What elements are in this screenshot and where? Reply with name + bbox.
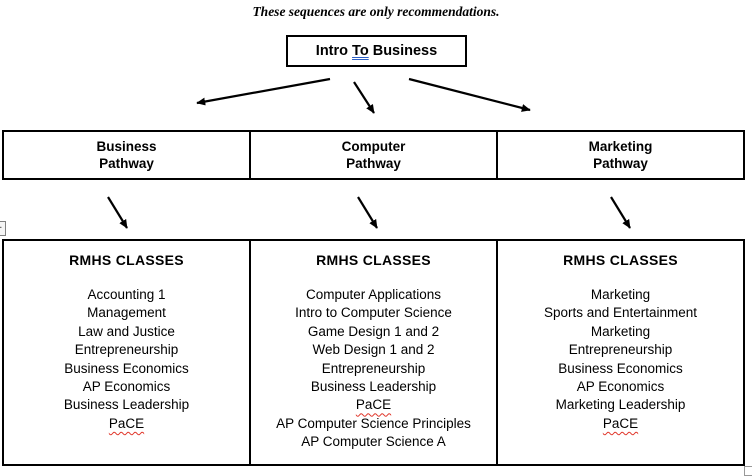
course-item: Marketing xyxy=(590,323,651,339)
pathway-label-line2: Pathway xyxy=(99,156,154,171)
course-item: Web Design 1 and 2 xyxy=(312,342,435,358)
recommendation-note: These sequences are only recommendations… xyxy=(252,4,500,19)
course-item: Business Economics xyxy=(558,360,683,376)
pathway-table: Business Pathway Computer Pathway Market… xyxy=(2,130,745,180)
course-item: Entrepreneurship xyxy=(321,360,426,376)
pathway-cell-computer: Computer Pathway xyxy=(249,132,496,178)
arrow-business-pathway-to-classes xyxy=(107,196,128,229)
course-item: Business Leadership xyxy=(310,379,437,395)
intro-to-business-box: Intro To Business xyxy=(286,35,467,67)
course-item: Business Economics xyxy=(64,360,189,376)
grammar-underlined-word: To xyxy=(352,43,369,59)
arrow-intro-to-marketing-pathway xyxy=(408,77,531,112)
pathway-label-line2: Pathway xyxy=(346,156,401,171)
course-item: PaCE xyxy=(108,415,145,431)
classes-heading: RMHS CLASSES xyxy=(69,252,184,268)
course-item: Marketing xyxy=(590,287,651,302)
course-item: PaCE xyxy=(355,397,392,413)
course-item: Law and Justice xyxy=(78,323,175,339)
intro-label-part1: Intro xyxy=(315,43,353,59)
course-item: Intro to Computer Science xyxy=(295,305,452,321)
arrow-intro-to-computer-pathway xyxy=(353,81,375,114)
course-item: AP Economics xyxy=(82,379,171,395)
pathway-label-line2: Pathway xyxy=(593,156,648,171)
course-item: AP Economics xyxy=(576,379,665,395)
pathway-label-line1: Marketing xyxy=(588,139,653,154)
pathway-label-line1: Computer xyxy=(341,139,406,154)
classes-heading: RMHS CLASSES xyxy=(563,252,678,268)
course-item: AP Computer Science A xyxy=(301,434,446,450)
pathway-cell-business: Business Pathway xyxy=(4,132,249,178)
pathway-label-line1: Business xyxy=(96,139,157,154)
course-item: Computer Applications xyxy=(305,287,442,302)
course-item: Marketing Leadership xyxy=(555,397,686,413)
intro-label-part3: Business xyxy=(368,43,438,59)
arrow-computer-pathway-to-classes xyxy=(357,196,378,229)
course-item: Entrepreneurship xyxy=(568,342,673,358)
classes-heading: RMHS CLASSES xyxy=(316,252,431,268)
course-item: Sports and Entertainment xyxy=(543,305,698,321)
course-item: Game Design 1 and 2 xyxy=(307,323,440,339)
table-move-handle[interactable]: + xyxy=(0,221,6,236)
course-item: PaCE xyxy=(602,415,639,431)
course-item: Accounting 1 xyxy=(87,287,166,302)
course-item: Entrepreneurship xyxy=(74,342,179,358)
arrow-marketing-pathway-to-classes xyxy=(610,196,631,229)
pathway-cell-marketing: Marketing Pathway xyxy=(496,132,743,178)
course-item: AP Computer Science Principles xyxy=(276,415,471,431)
course-item: Management xyxy=(87,305,166,321)
course-item: Business Leadership xyxy=(63,397,190,413)
arrow-intro-to-business-pathway xyxy=(196,77,331,106)
plus-icon: + xyxy=(0,223,2,234)
